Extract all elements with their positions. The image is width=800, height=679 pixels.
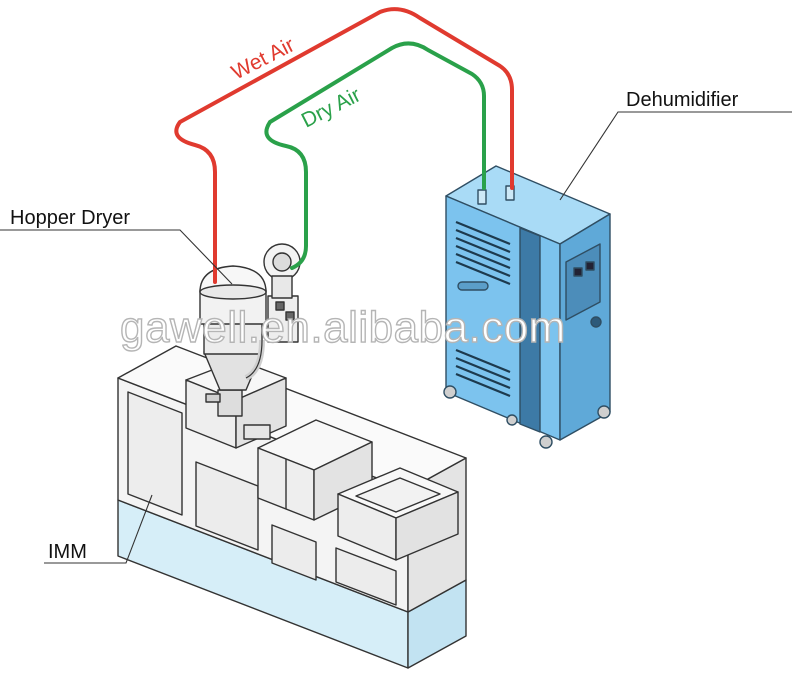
wet-air-line <box>174 7 514 284</box>
dry-air-label: Dry Air <box>298 83 365 132</box>
imm-machine <box>117 345 467 669</box>
dry-air-line <box>264 41 486 270</box>
dehumidifier-label: Dehumidifier <box>626 89 739 111</box>
watermark-text: gawell.en.alibaba.com <box>120 303 566 352</box>
dehumidifier-unit <box>443 165 611 449</box>
hopper-dryer <box>199 243 301 417</box>
imm-leader <box>44 494 153 564</box>
imm-label: IMM <box>48 541 87 563</box>
hopper-dryer-leader <box>0 229 233 285</box>
dehumidifier-leader <box>559 111 792 201</box>
hopper-dryer-label: Hopper Dryer <box>10 207 130 229</box>
